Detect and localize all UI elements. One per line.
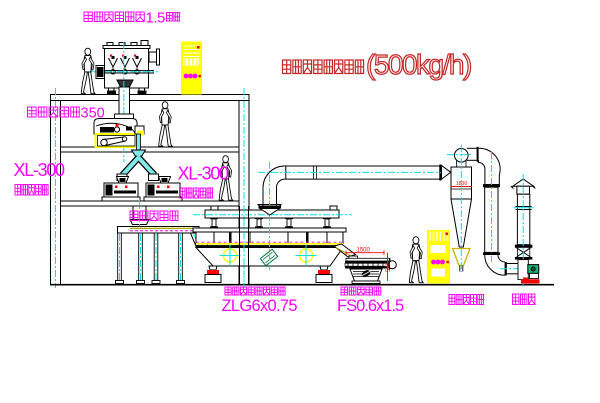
svg-text:1.5: 1.5 <box>146 10 166 27</box>
svg-text:350: 350 <box>81 106 105 122</box>
svg-text:(500kg/h): (500kg/h) <box>366 49 471 80</box>
svg-text:ZLG6x0.75: ZLG6x0.75 <box>222 297 298 315</box>
svg-text:XL-300: XL-300 <box>178 164 230 184</box>
svg-text:XL-300: XL-300 <box>14 160 66 180</box>
svg-text:1500: 1500 <box>357 248 371 254</box>
svg-text:FS0.6x1.5: FS0.6x1.5 <box>337 297 404 315</box>
svg-text:545: 545 <box>386 261 392 272</box>
